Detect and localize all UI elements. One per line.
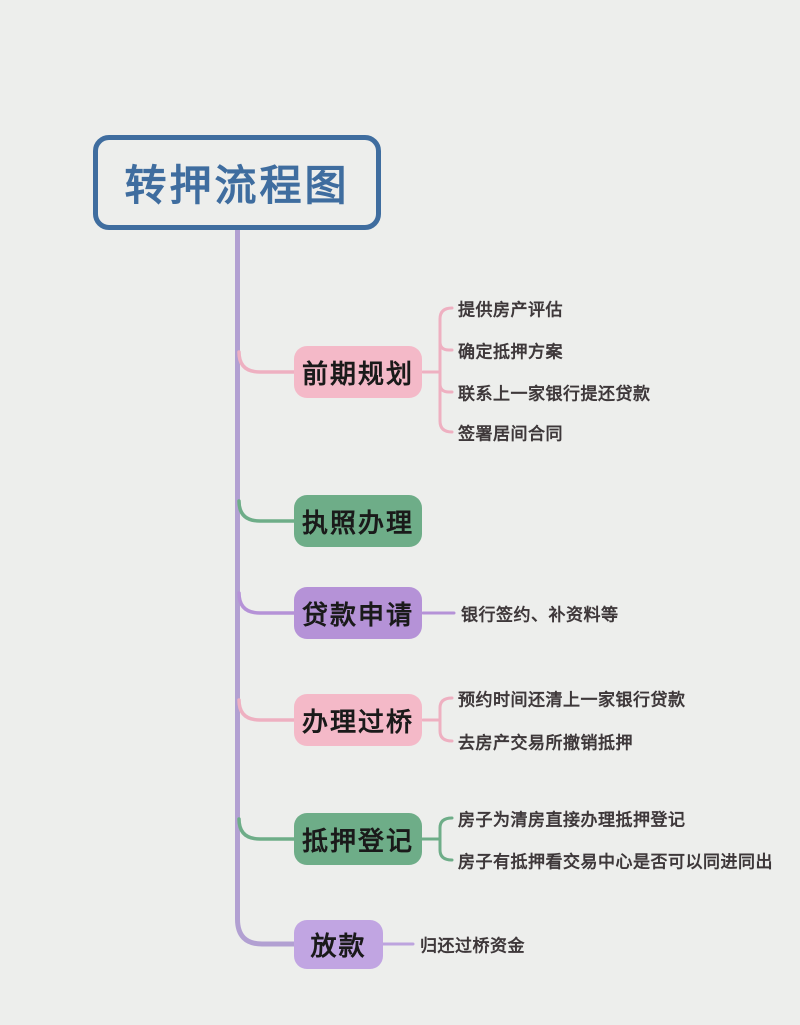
- branch-node-loan-application: 贷款申请: [294, 587, 422, 639]
- branch-node-bridge: 办理过桥: [294, 694, 422, 746]
- leaf-label: 预约时间还清上一家银行贷款: [458, 690, 686, 710]
- branch-connector-bridge: [237, 698, 298, 722]
- leaf-label: 签署居间合同: [458, 424, 563, 444]
- branch-connector-registration: [237, 817, 298, 841]
- branch-node-registration: 抵押登记: [294, 813, 422, 865]
- branch-connector-license: [237, 499, 298, 523]
- leaf-label: 提供房产评估: [458, 300, 563, 320]
- leaf-label: 联系上一家银行提还贷款: [458, 384, 651, 404]
- leaf-bracket-planning: [421, 306, 454, 434]
- leaf-bracket-bridge: [421, 696, 454, 743]
- leaf-label: 房子为清房直接办理抵押登记: [458, 810, 686, 830]
- branch-connector-planning: [237, 350, 298, 374]
- leaf-label: 房子有抵押看交易中心是否可以同进同出: [458, 852, 773, 872]
- leaf-bracket-registration: [420, 816, 454, 862]
- branch-node-disbursement: 放款: [294, 920, 383, 969]
- leaf-label: 确定抵押方案: [458, 342, 563, 362]
- leaf-label: 归还过桥资金: [420, 936, 525, 956]
- leaf-label: 银行签约、补资料等: [461, 605, 619, 625]
- root-node-title: 转押流程图: [93, 135, 381, 230]
- branch-node-license: 执照办理: [294, 495, 422, 547]
- branch-connector-loan-application: [237, 591, 298, 615]
- branch-node-planning: 前期规划: [294, 346, 422, 398]
- trunk-line: [235, 226, 298, 947]
- leaf-label: 去房产交易所撤销抵押: [458, 733, 633, 753]
